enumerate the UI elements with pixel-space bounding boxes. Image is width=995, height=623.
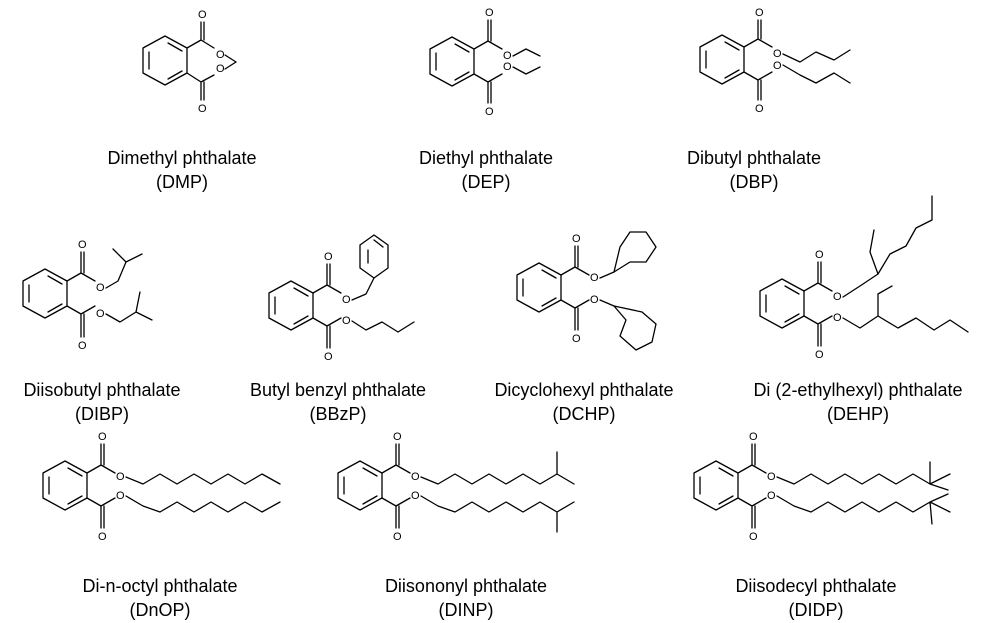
label-dep: Diethyl phthalate (DEP) [356, 146, 616, 194]
atom-o: O [393, 531, 402, 543]
compound-name: Dimethyl phthalate [107, 148, 257, 168]
compound-name: Diisodecyl phthalate [735, 576, 897, 596]
compound-name: Butyl benzyl phthalate [249, 380, 427, 400]
label-dibp: Diisobutyl phthalate (DIBP) [0, 378, 232, 426]
label-dbp: Dibutyl phthalate (DBP) [624, 146, 884, 194]
label-dnop: Di-n-octyl phthalate (DnOP) [30, 574, 290, 622]
atom-o: O [98, 531, 107, 543]
compound-abbreviation: (DINP) [438, 600, 494, 620]
compound-name: Dibutyl phthalate [686, 148, 822, 168]
atom-o: O [503, 61, 512, 73]
atom-o: O [411, 471, 420, 483]
atom-o: O [755, 103, 764, 115]
compound-abbreviation: (DCHP) [552, 404, 616, 424]
compound-name: Dicyclohexyl phthalate [494, 380, 674, 400]
atom-o: O [755, 7, 764, 19]
compound-abbreviation: (DIBP) [75, 404, 129, 424]
atom-o: O [342, 294, 351, 306]
atom-o: O [485, 106, 494, 118]
atom-o: O [198, 103, 207, 115]
compound-abbreviation: (DMP) [156, 172, 208, 192]
atom-o: O [833, 312, 842, 324]
compound-name: Di-n-octyl phthalate [82, 576, 238, 596]
atom-o: O [773, 60, 782, 72]
atom-o: O [767, 471, 776, 483]
atom-o: O [324, 251, 333, 263]
compound-abbreviation: (BBzP) [309, 404, 367, 424]
label-bbzp: Butyl benzyl phthalate (BBzP) [208, 378, 468, 426]
compound-abbreviation: (DEP) [461, 172, 511, 192]
atom-o: O [773, 48, 782, 60]
atom-o: O [590, 272, 599, 284]
atom-o: O [833, 291, 842, 303]
compound-abbreviation: (DIDP) [788, 600, 844, 620]
compound-name: Diisononyl phthalate [384, 576, 548, 596]
label-dmp: Dimethyl phthalate (DMP) [52, 146, 312, 194]
atom-o: O [324, 351, 333, 363]
atom-o: O [116, 490, 125, 502]
atom-o: O [96, 282, 105, 294]
atom-o: O [749, 531, 758, 543]
atom-o: O [116, 471, 125, 483]
atom-o: O [767, 490, 776, 502]
compound-abbreviation: (DBP) [729, 172, 779, 192]
atom-o: O [216, 63, 225, 75]
atom-o: O [342, 315, 351, 327]
label-dehp: Di (2-ethylhexyl) phthalate (DEHP) [728, 378, 988, 426]
compound-name: Di (2-ethylhexyl) phthalate [753, 380, 963, 400]
atom-o: O [503, 50, 512, 62]
atom-o: O [78, 239, 87, 251]
compound-abbreviation: (DnOP) [129, 600, 191, 620]
atom-o: O [815, 349, 824, 361]
atom-o: O [393, 431, 402, 443]
compound-name: Diisobutyl phthalate [23, 380, 181, 400]
atom-o: O [411, 490, 420, 502]
atom-o: O [572, 333, 581, 345]
compound-name: Diethyl phthalate [418, 148, 554, 168]
atom-o: O [815, 249, 824, 261]
atom-o: O [98, 431, 107, 443]
atom-o: O [96, 308, 105, 320]
atom-o: O [216, 49, 225, 61]
atom-o: O [485, 7, 494, 19]
atom-o: O [749, 431, 758, 443]
label-didp: Diisodecyl phthalate (DIDP) [686, 574, 946, 622]
atom-o: O [198, 9, 207, 21]
atom-o: O [78, 340, 87, 352]
label-dinp: Diisononyl phthalate (DINP) [336, 574, 596, 622]
label-dchp: Dicyclohexyl phthalate (DCHP) [454, 378, 714, 426]
atom-o: O [590, 294, 599, 306]
compound-abbreviation: (DEHP) [827, 404, 889, 424]
atom-o: O [572, 233, 581, 245]
